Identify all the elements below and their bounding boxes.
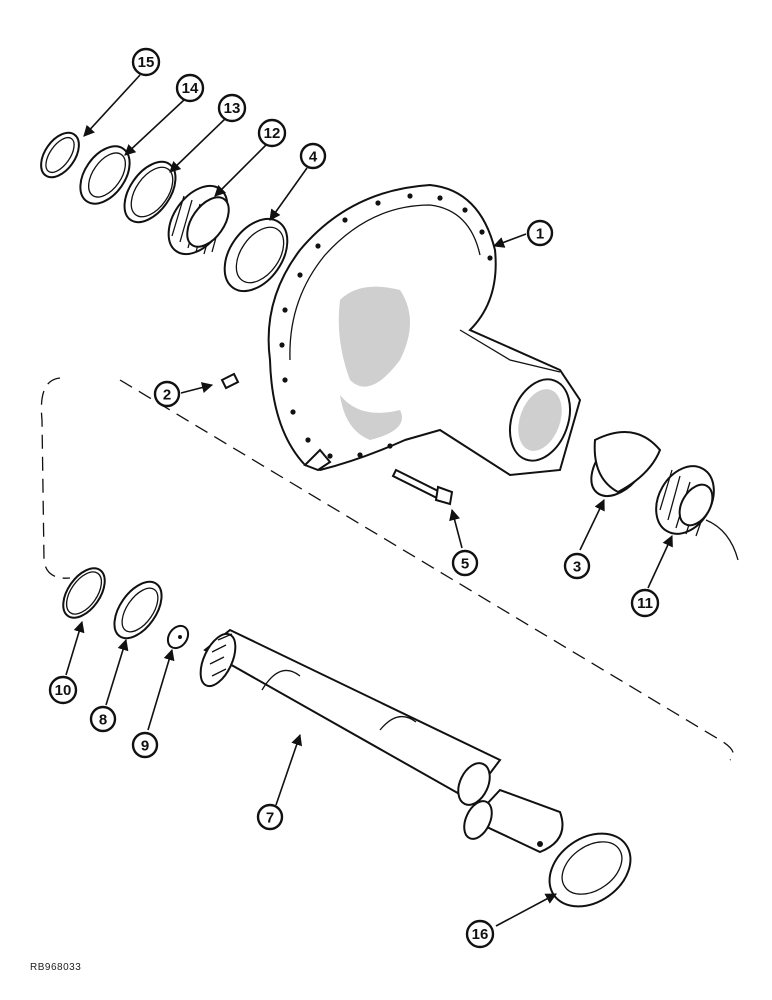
svg-text:2: 2: [163, 387, 171, 404]
svg-text:7: 7: [266, 810, 274, 827]
part-dowel-pin-2: [220, 372, 240, 390]
svg-text:8: 8: [99, 712, 107, 729]
svg-text:1: 1: [536, 226, 544, 243]
callout-12: 12: [257, 118, 287, 148]
leader-lines: [65, 74, 673, 927]
callout-14: 14: [175, 73, 205, 103]
callout-16: 16: [465, 919, 495, 949]
part-snap-ring-15: [40, 131, 80, 179]
svg-text:15: 15: [138, 54, 155, 71]
callout-10: 10: [48, 675, 78, 705]
svg-text:5: 5: [461, 556, 469, 573]
svg-text:12: 12: [264, 125, 281, 142]
part-bolt-5: [391, 468, 454, 506]
callout-11: 11: [630, 588, 660, 618]
part-plug-9: [166, 624, 190, 650]
part-bearing-cup-4: [223, 217, 289, 293]
callout-9: 9: [131, 731, 159, 759]
callout-1: 1: [526, 219, 554, 247]
callout-7: 7: [256, 803, 284, 831]
callout-15: 15: [131, 47, 161, 77]
svg-text:3: 3: [573, 559, 581, 576]
svg-text:11: 11: [637, 595, 653, 612]
svg-text:4: 4: [309, 149, 318, 166]
part-bearing-cup-3: [590, 431, 662, 497]
svg-text:9: 9: [141, 738, 149, 755]
part-shim-13: [123, 160, 177, 224]
part-bearing-cone-11: [655, 465, 739, 561]
part-hub-housing-1: [267, 183, 582, 477]
part-shaft-7: [199, 628, 564, 854]
svg-text:16: 16: [472, 926, 489, 943]
reference-code: RB968033: [30, 962, 82, 973]
assembly-dashed-line: [40, 377, 734, 761]
callout-13: 13: [217, 93, 247, 123]
callout-4: 4: [299, 142, 327, 170]
svg-text:14: 14: [182, 80, 199, 97]
part-o-ring-10: [62, 567, 106, 619]
callout-3: 3: [563, 552, 591, 580]
callout-2: 2: [153, 380, 181, 408]
part-ring-14: [79, 145, 131, 205]
part-bearing-cup-8: [113, 580, 163, 640]
svg-text:10: 10: [55, 682, 72, 699]
svg-text:13: 13: [224, 100, 241, 117]
callout-8: 8: [89, 705, 117, 733]
callout-5: 5: [451, 549, 479, 577]
